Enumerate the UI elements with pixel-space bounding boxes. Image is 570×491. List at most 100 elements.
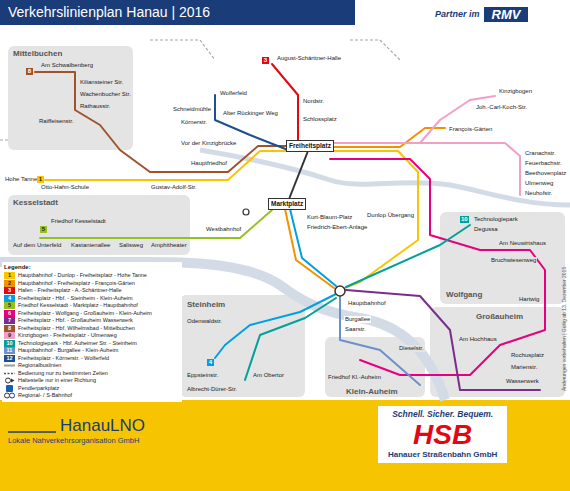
legend-number: 11 — [7, 347, 13, 354]
node-text: Freiheitsplatz — [289, 142, 331, 150]
bus-line — [340, 296, 420, 385]
stop-name: Wasserwerk — [505, 378, 540, 385]
legend-row: 5Friedhof Kesselstadt - Marktplatz - Hau… — [4, 302, 180, 309]
stop-name: Odenwaldstr. — [186, 318, 223, 325]
stop-name: Hartwig — [518, 296, 540, 303]
legend-text: Technologiepark - Hbf. Auheimer Str. - S… — [18, 340, 137, 347]
legend-row: 12 Freiheitsplatz - Körnerstr. - Wolferfe… — [4, 355, 180, 362]
legend-row: 1Hauptbahnhof - Dunlop - Freiheitsplatz … — [4, 272, 180, 279]
node-text: Schnell. Sicher. Bequem. — [388, 409, 497, 420]
bus-line — [35, 72, 288, 172]
district-name: Steinheim — [186, 300, 226, 309]
header-bar — [0, 0, 355, 25]
legend-sample-icon — [4, 370, 15, 377]
stop-box: Freiheitsplatz — [286, 140, 334, 152]
legend-swatch: 11 — [4, 347, 15, 354]
legend-text: Freiheitsplatz - Körnerstr. - Wolferfeld — [18, 355, 109, 362]
legend-number: 4 — [8, 295, 11, 302]
line-badge: 10 — [460, 216, 469, 223]
legend-number: 7 — [8, 317, 11, 324]
logo-rule — [8, 431, 56, 433]
district-name: Kesselstadt — [12, 198, 59, 207]
legend-title: Legende: — [4, 264, 180, 271]
bus-line — [330, 128, 445, 147]
stop-name: Neuhofstr. — [524, 190, 553, 197]
stop-name: Friedhof Kl.-Auheim — [327, 374, 382, 381]
bus-line — [45, 151, 290, 180]
stop-name: Otto-Hahn-Schule — [40, 184, 90, 191]
bus-line — [420, 143, 520, 195]
legend-swatch: 8 — [4, 325, 15, 332]
bus-line — [330, 159, 545, 375]
regional-line — [0, 139, 8, 140]
stop-name: Wolferfeld — [219, 90, 248, 97]
bus-line — [330, 96, 495, 143]
stop-name: Am Hochhaus — [458, 336, 498, 343]
stop-name: Feuerbachstr. — [524, 160, 563, 167]
rail-station — [335, 286, 345, 296]
stop-name: Am Obertor — [252, 372, 285, 379]
stop-name: Westbahnhof — [205, 226, 242, 233]
regional-line — [150, 40, 215, 60]
stop-name: Friedrich-Ebert-Anlage — [306, 224, 368, 231]
legend-sample-icon — [4, 377, 15, 384]
legend-text: Freiheitsplatz - Hbf. - Steinheim - Klei… — [18, 295, 133, 302]
legend-row: Regional- / S-Bahnhof — [4, 392, 180, 399]
legend-sample — [4, 377, 15, 384]
legend-row: 2Hauptbahnhof - Freiheitsplatz - Françoi… — [4, 280, 180, 287]
stop-name: Nordstr. — [302, 98, 325, 105]
logo-box: HanauLNOLokale Nahverkehrsorganisation G… — [8, 416, 145, 446]
district-areas — [8, 46, 565, 397]
node-text: HSB — [388, 420, 497, 450]
stop-name: Kastanienallee — [70, 242, 111, 249]
stop-name: Dieselstr. — [398, 345, 425, 352]
legend-text: Hauptbahnhof - Freiheitsplatz - François… — [18, 280, 135, 287]
legend-swatch: 1 — [4, 272, 15, 279]
sample-rail — [5, 393, 10, 398]
legend-text: Friedhof Kesselstadt - Marktplatz - Haup… — [18, 302, 138, 309]
legend-number: 12 — [6, 355, 12, 362]
line-badge: 5 — [40, 226, 47, 233]
node-text: Hanauer Straßenbahn GmbH — [388, 450, 497, 460]
stop-name: Am Neuwirtshaus — [498, 240, 547, 247]
stop-name: Kinzigbogen — [498, 88, 533, 95]
stop-name: Friedhof Kesselstadt — [50, 218, 107, 225]
legend-row: 10 Technologiepark - Hbf. Auheimer Str. -… — [4, 340, 180, 347]
legend-row: 3Hafen - Freiheitsplatz - A.-Schärttner-… — [4, 287, 180, 294]
legend-number: 1 — [8, 272, 11, 279]
legend-number: 8 — [8, 325, 11, 332]
stop-name: Gustav-Adolf-Str. — [150, 184, 198, 191]
regional-lines — [0, 40, 400, 140]
footer-band — [0, 400, 570, 491]
stop-name: Cranachstr. — [524, 150, 557, 157]
legend-text: Regional- / S-Bahnhof — [18, 392, 72, 399]
stop-name: Bruchwiesenweg — [490, 257, 537, 264]
bus-line — [215, 294, 336, 358]
legend-sample-icon — [4, 392, 15, 399]
legend-row: 4 Freiheitsplatz - Hbf. - Steinheim - Kle… — [4, 295, 180, 302]
legend-panel: Legende:1Hauptbahnhof - Dunlop - Freihei… — [2, 262, 182, 402]
line-badge: 3 — [262, 57, 269, 64]
stop-name: Technologiepark — [473, 216, 519, 223]
legend-text: Freiheitsplatz - Hbf. Wilhelmsbad - Mitt… — [18, 325, 135, 332]
legend-number: 10 — [6, 340, 12, 347]
logo-box: Partner imRMV — [432, 5, 531, 24]
legend-swatch: 4 — [4, 295, 15, 302]
district-name: Großauheim — [475, 312, 524, 321]
sample-rail — [10, 393, 15, 398]
stop-name: Wachenbucher Str. — [79, 91, 132, 98]
stop-name: Auf dem Unterfeld — [12, 242, 62, 249]
district-name: Wolfgang — [445, 290, 483, 299]
legend-swatch: 6 — [4, 310, 15, 317]
legend-sample-icon — [4, 385, 15, 392]
sample-stop — [6, 378, 11, 383]
bus-line — [245, 298, 336, 380]
legend-row: Haltestelle nur in einer Richtung — [4, 377, 180, 384]
line-badge: 4 — [207, 359, 214, 366]
note-text: Änderungen vorbehalten | Gültig ab 13. D… — [561, 266, 567, 392]
district-area — [8, 46, 133, 150]
sample-arrow — [11, 379, 15, 383]
legend-text: Regionalbuslinien — [18, 362, 61, 369]
legend-text: Freiheitsplatz - Wolfgang - Großauheim -… — [18, 310, 152, 317]
stop-name: Beethovenplatz — [524, 170, 567, 177]
